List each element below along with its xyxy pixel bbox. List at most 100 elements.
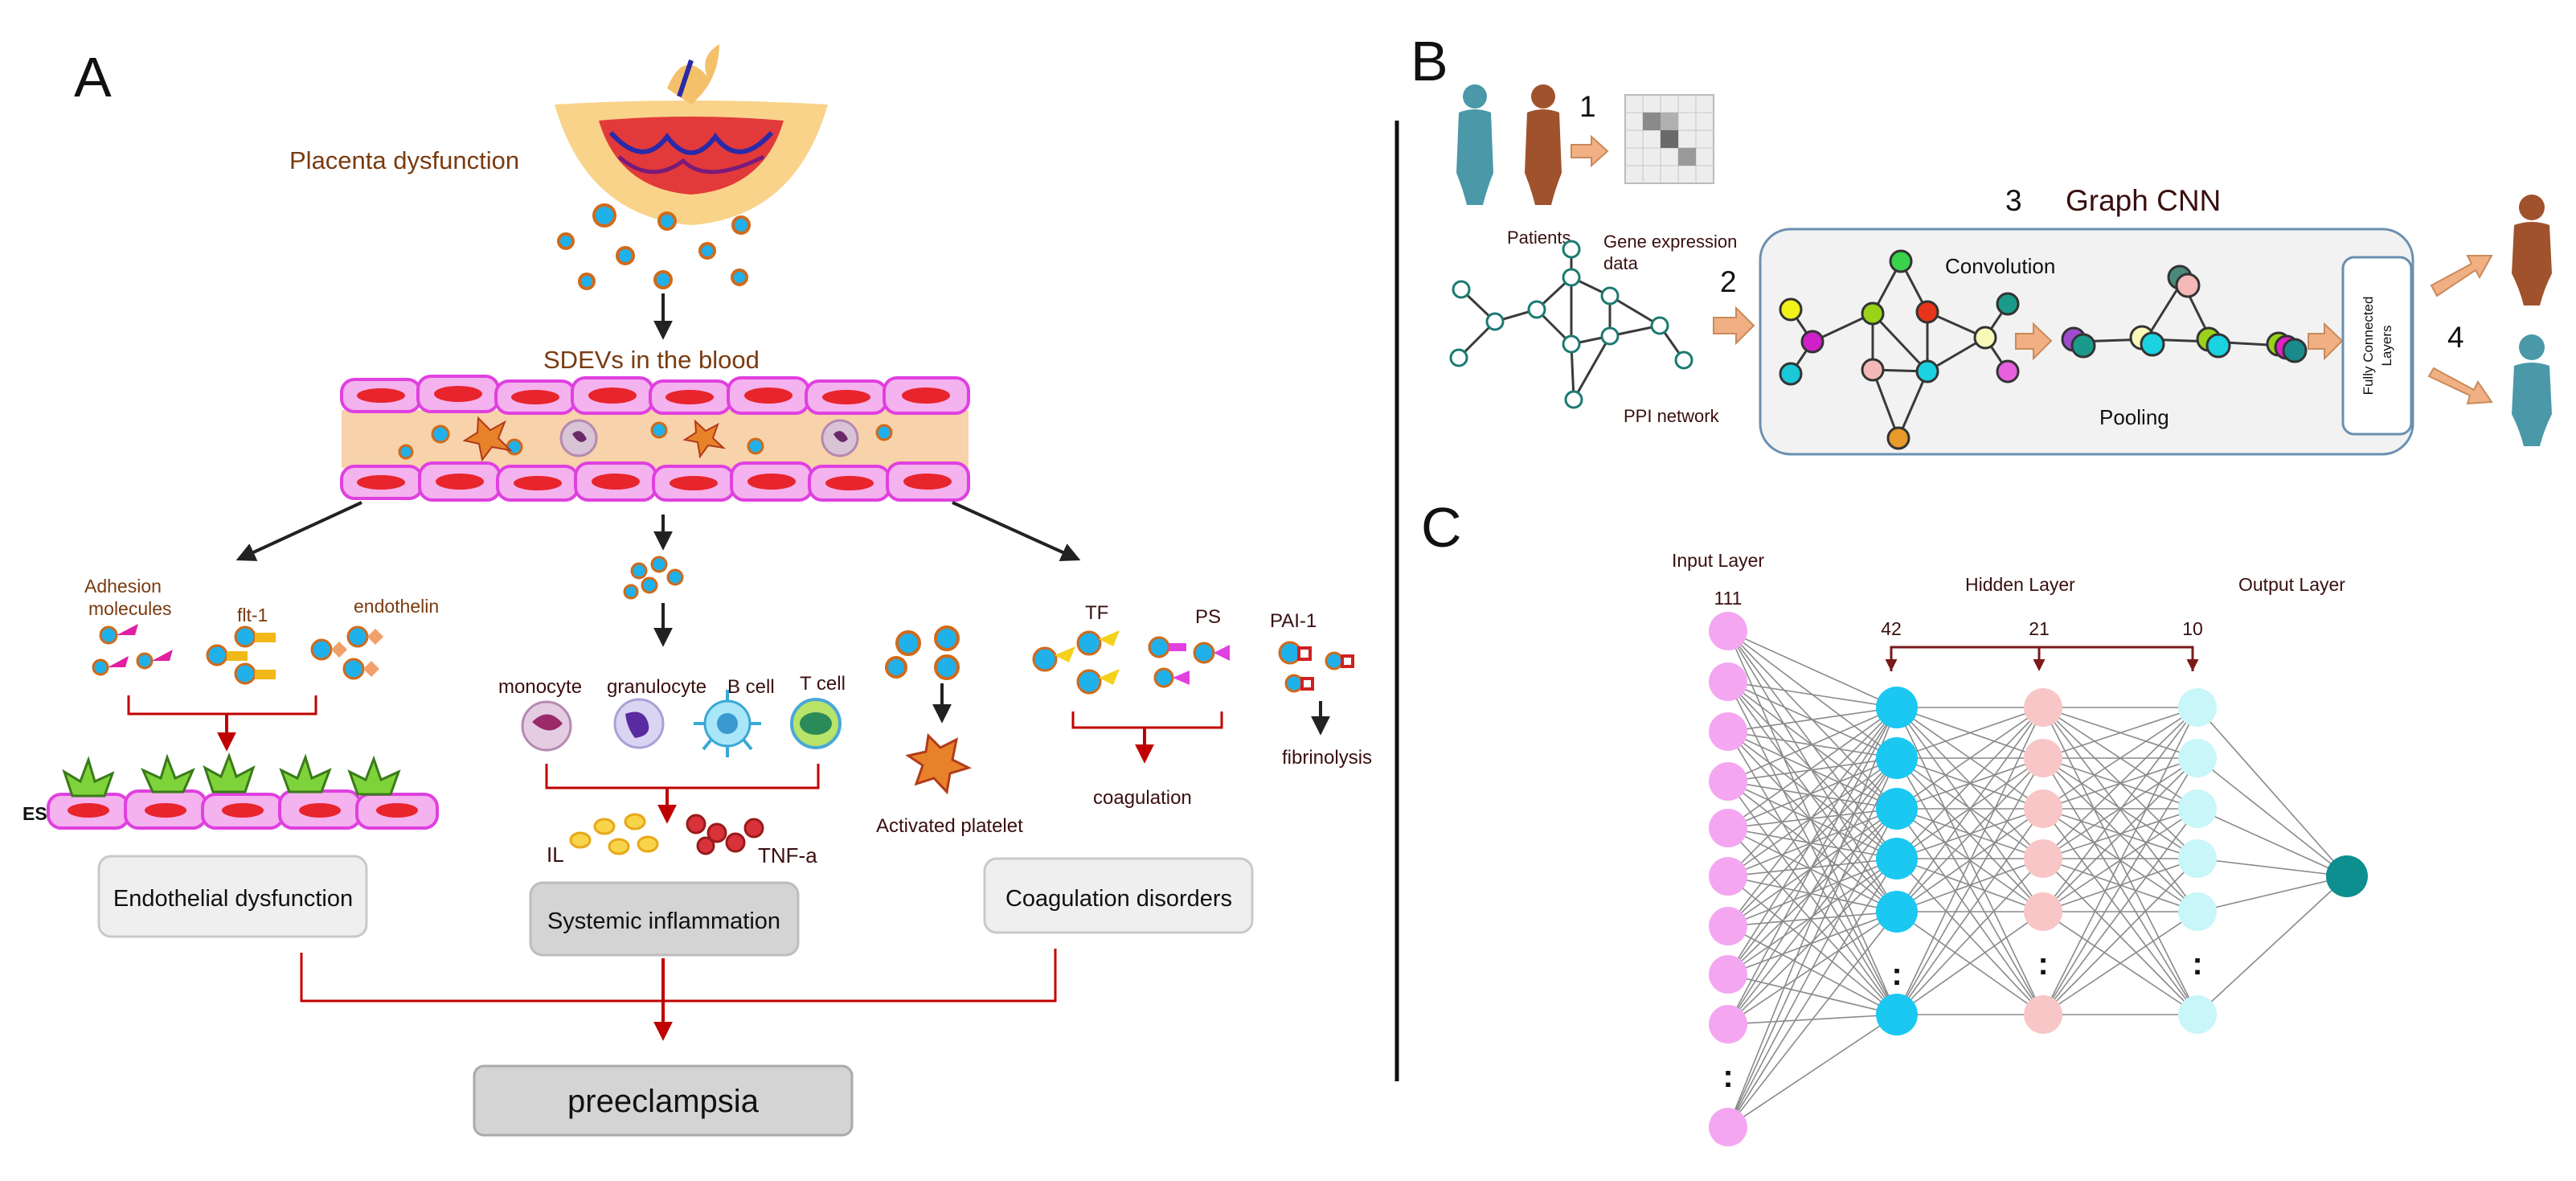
network-connection xyxy=(1727,630,1898,708)
network-connection xyxy=(1727,707,1898,732)
hidden3-node xyxy=(2178,892,2217,931)
step-1-label: 1 xyxy=(1579,90,1596,123)
blood-vessel xyxy=(340,375,970,502)
input-node xyxy=(1709,907,1747,945)
hidden2-ellipsis: : xyxy=(2037,946,2048,982)
network-connection xyxy=(1896,808,2044,859)
gene-expression-label-1: Gene expression xyxy=(1603,232,1737,252)
hidden2-node xyxy=(2024,839,2062,878)
network-connection xyxy=(2042,707,2198,810)
hidden3-node xyxy=(2178,789,2217,828)
hidden2-node xyxy=(2024,688,2062,727)
panel-c-label: C xyxy=(1421,496,1462,559)
systemic-inflammation-box xyxy=(529,881,800,957)
network-connection xyxy=(1896,707,2044,810)
hidden1-node xyxy=(1876,687,1918,728)
fc-label-1: Fully Connected xyxy=(2361,297,2376,396)
input-node xyxy=(1709,662,1747,701)
endothelial-dysfunction-label: Endothelial dysfunction xyxy=(113,886,353,912)
network-connection xyxy=(1727,1014,1898,1128)
network-connection xyxy=(1727,808,1898,1128)
network-connection xyxy=(1896,757,2044,1015)
monocyte-label: monocyte xyxy=(498,676,582,698)
outcome-brown-icon xyxy=(2512,195,2552,306)
network-connection xyxy=(2197,757,2348,877)
network-connection xyxy=(1727,707,1898,829)
output-layer-label: Output Layer xyxy=(2238,574,2345,595)
network-connection xyxy=(1727,808,1898,829)
tf-molecules xyxy=(1032,630,1120,695)
network-connection xyxy=(1727,707,1898,877)
hidden3-node xyxy=(2178,688,2217,727)
ps-molecules xyxy=(1148,636,1230,688)
pooled-graph xyxy=(2061,264,2308,363)
input-node xyxy=(1709,955,1747,994)
hidden1-node xyxy=(1876,788,1918,830)
hidden3-ellipsis: : xyxy=(2192,946,2202,982)
input-node xyxy=(1709,712,1747,751)
network-connection xyxy=(1896,858,2044,1015)
vesicles-middle xyxy=(623,556,684,600)
network-connection xyxy=(2042,707,2198,859)
network-connection xyxy=(1727,781,1898,859)
network-connection xyxy=(1896,707,2044,759)
adhesion-label-1: Adhesion xyxy=(84,576,162,597)
network-connection xyxy=(1727,707,1898,1025)
network-connection xyxy=(1727,974,1898,1015)
tcell-label: T cell xyxy=(800,673,846,695)
network-connection xyxy=(1727,911,1898,1128)
bcell-label: B cell xyxy=(727,676,775,698)
network-connection xyxy=(2197,707,2348,877)
network-connection xyxy=(1727,781,1898,810)
hidden3-count: 10 xyxy=(2182,618,2203,639)
patients-label: Patients xyxy=(1507,228,1571,248)
input-ellipsis: : xyxy=(1722,1059,1733,1094)
panel-a-label: A xyxy=(74,46,112,109)
input-node xyxy=(1709,762,1747,801)
network-connection xyxy=(1727,827,1898,1015)
network-connection xyxy=(2042,858,2198,1015)
patients-icon xyxy=(1456,84,1562,205)
network-connection xyxy=(1727,875,1898,912)
network-connection xyxy=(2197,875,2348,912)
input-node xyxy=(1709,1005,1747,1044)
network-connection xyxy=(1727,757,1898,782)
network-connection xyxy=(1896,757,2044,859)
input-node xyxy=(1709,857,1747,896)
network-connection xyxy=(2042,808,2198,859)
fully-connected-box xyxy=(2341,256,2413,436)
network-connection xyxy=(1727,707,1898,782)
adhesion-label-2: molecules xyxy=(88,598,172,619)
pai1-molecules xyxy=(1278,641,1354,693)
endothelin-label: endothelin xyxy=(354,596,439,617)
endothelial-dysfunction-box xyxy=(97,855,368,938)
network-connection xyxy=(2197,808,2348,877)
hidden1-node xyxy=(1876,838,1918,880)
network-connection xyxy=(1727,681,1898,708)
network-connection xyxy=(1727,707,1898,927)
network-connection xyxy=(1727,808,1898,927)
hidden1-node xyxy=(1876,891,1918,933)
hidden1-node xyxy=(1876,994,1918,1035)
network-connection xyxy=(2042,808,2198,1015)
vesicles-platelet xyxy=(885,625,960,680)
hidden3-node xyxy=(2178,839,2217,878)
network-connection xyxy=(1896,757,2044,912)
input-node xyxy=(1709,1108,1747,1146)
il-label: IL xyxy=(547,843,564,867)
hidden2-count: 21 xyxy=(2029,618,2050,639)
network-connection xyxy=(1896,911,2044,1015)
panel-b-label: B xyxy=(1411,30,1448,92)
network-connection xyxy=(1896,707,2044,1015)
hidden3-node xyxy=(2178,739,2217,777)
tnfa-label: TNF-a xyxy=(758,843,817,867)
arrow-to-coagulation xyxy=(952,501,1081,562)
step-2-label: 2 xyxy=(1720,265,1737,298)
es-label: ES xyxy=(23,803,47,824)
network-connection xyxy=(1896,808,2044,1015)
network-nodes xyxy=(1709,612,2368,1146)
network-connection xyxy=(1727,757,1898,1128)
network-connection xyxy=(1727,858,1898,1128)
network-connection xyxy=(1727,731,1898,1015)
